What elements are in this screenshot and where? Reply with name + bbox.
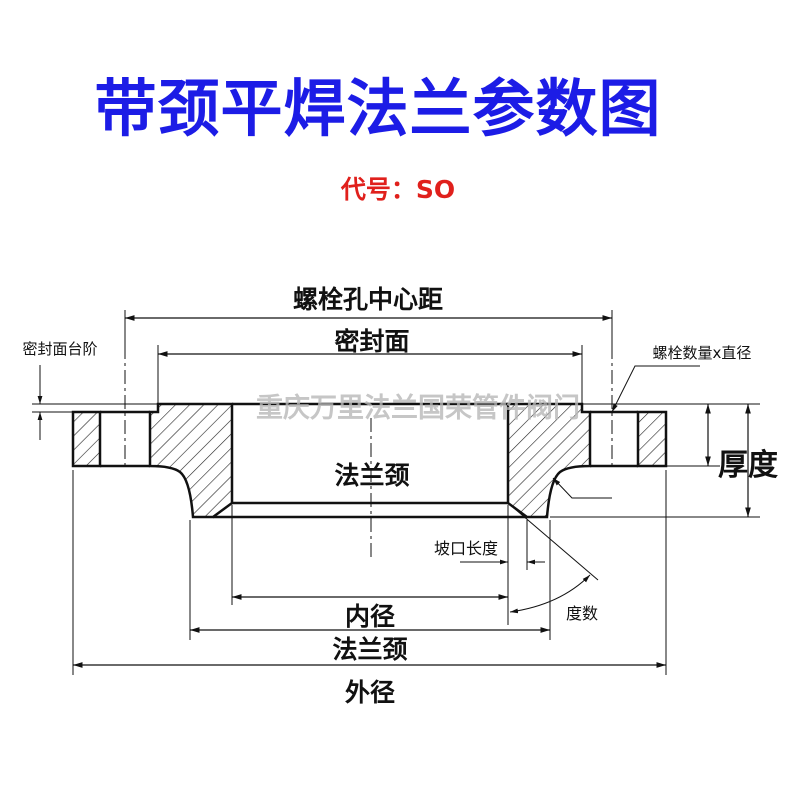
right-rim-section	[636, 410, 668, 468]
watermark: 重庆万里法兰国荣管件阀门	[256, 393, 580, 424]
right-hub-section	[506, 402, 592, 519]
sealing-face-label: 密封面	[334, 327, 410, 356]
left-hub-section	[148, 402, 234, 519]
neck-center-label: 法兰颈	[334, 461, 410, 490]
neck-dia-label: 法兰颈	[332, 635, 408, 664]
right-bolt-hole	[590, 410, 638, 468]
code-label: 代号：SO	[340, 175, 456, 204]
bolt-circle-label: 螺栓孔中心距	[292, 285, 444, 314]
left-rim-section	[71, 410, 102, 468]
bore	[213, 402, 527, 519]
thickness-label: 厚度	[718, 448, 778, 483]
bolt-qty-label: 螺栓数量x直径	[652, 344, 752, 362]
outer-dia-label: 外径	[344, 678, 396, 707]
degree-label: 度数	[565, 604, 599, 623]
inner-dia-label: 内径	[344, 602, 396, 631]
page-title: 带颈平焊法兰参数图	[94, 72, 662, 145]
sealing-step-label: 密封面台阶	[22, 340, 98, 358]
bevel-length-label: 坡口长度	[433, 539, 499, 558]
